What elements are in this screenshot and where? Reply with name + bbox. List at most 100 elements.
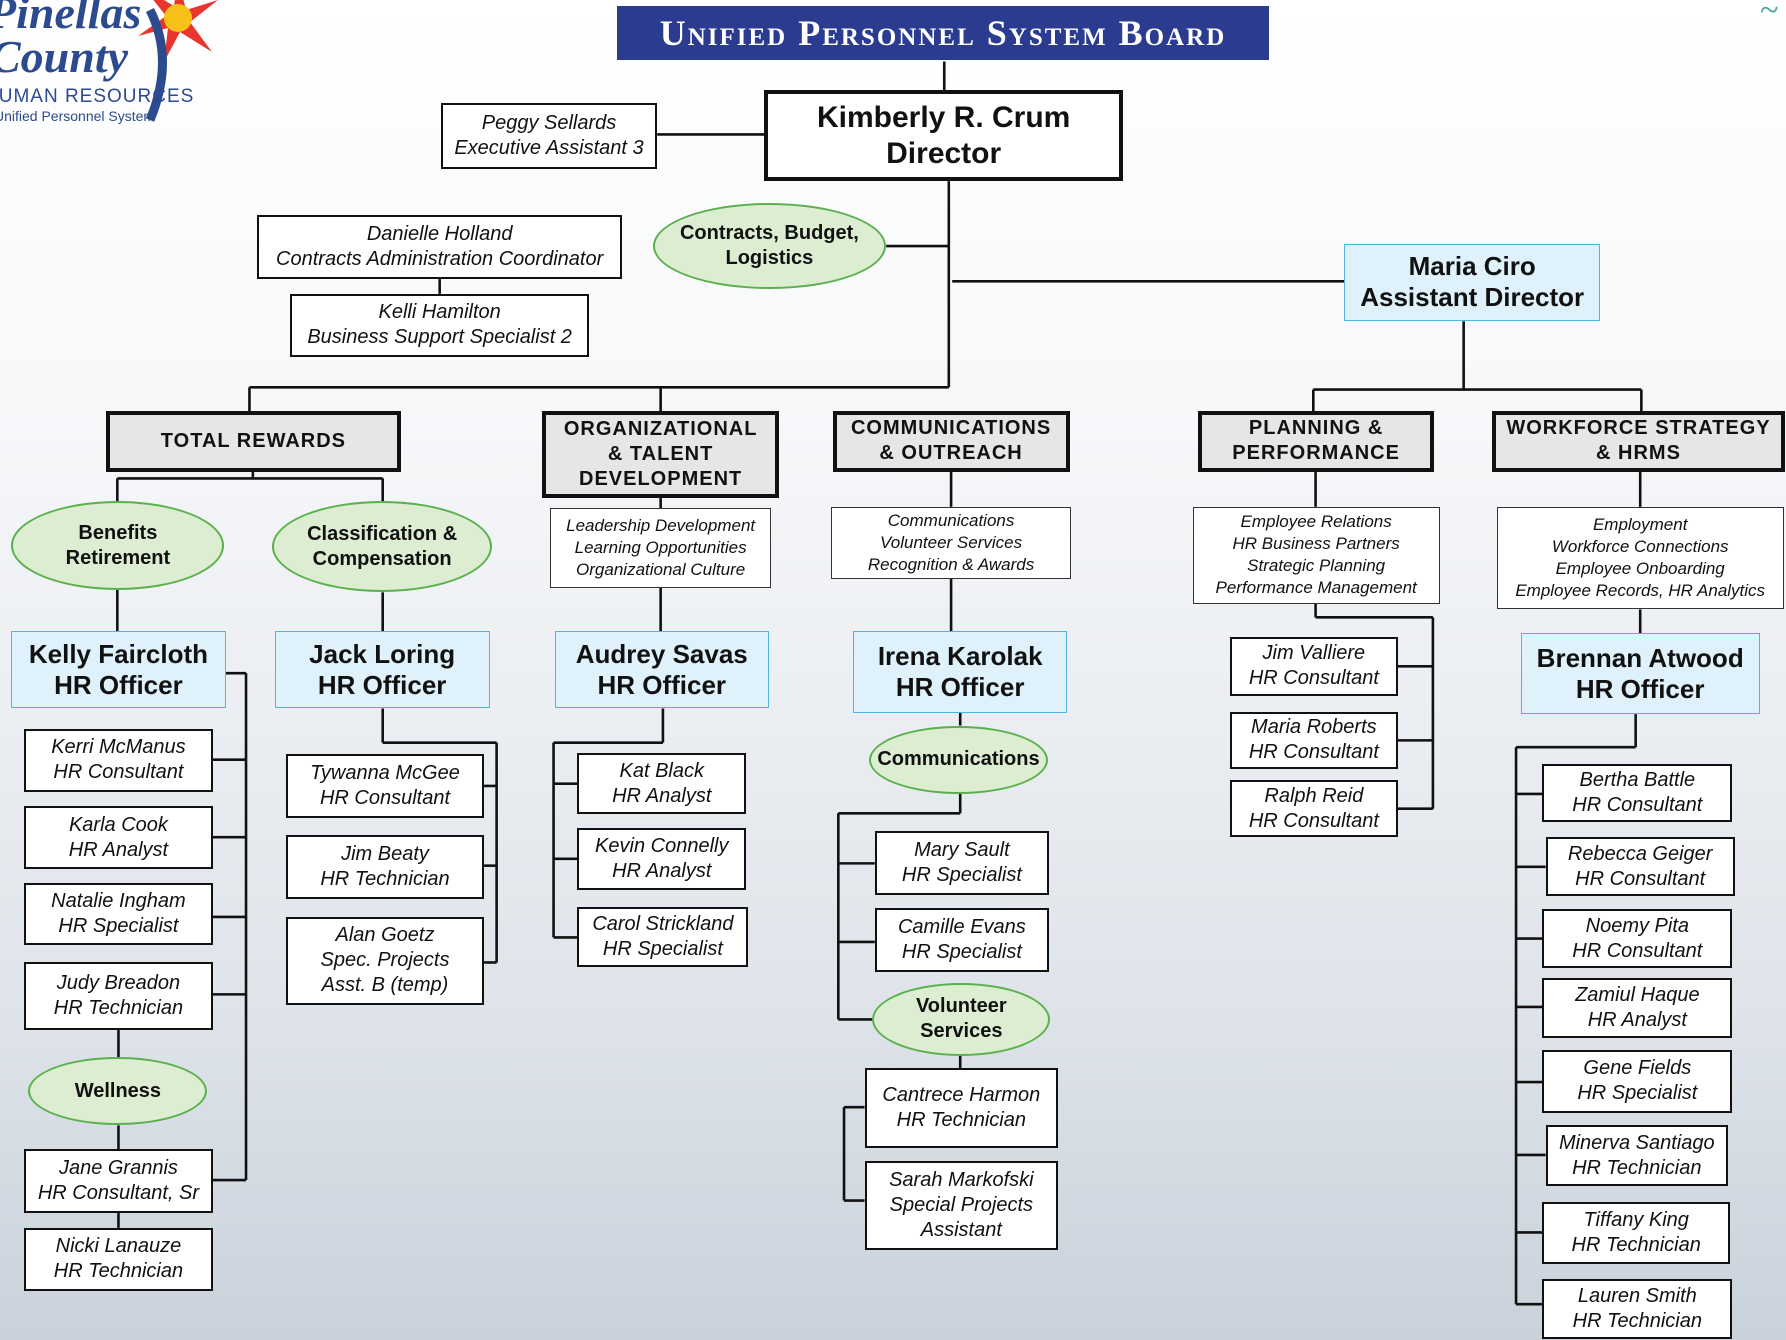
node-line-secondary: HR Specialist xyxy=(901,864,1022,887)
node-line-secondary: Business Support Specialist 2 xyxy=(307,326,572,349)
node-line-secondary: HR Specialist xyxy=(901,940,1022,963)
node-line-primary: Nicki Lanauze xyxy=(55,1235,182,1258)
node-line-secondary: HR Consultant xyxy=(1248,667,1379,690)
node-line-primary: Benefits xyxy=(78,521,158,544)
node-line-secondary: Recognition & Awards xyxy=(867,554,1035,574)
node-line-secondary: HR Technician xyxy=(1571,1233,1701,1256)
node-line-primary: Tywanna McGee xyxy=(310,761,460,784)
node-line-secondary: Director xyxy=(886,136,1002,170)
node-line-primary: Contracts, Budget, xyxy=(679,222,859,245)
node-line-primary: Lauren Smith xyxy=(1577,1285,1697,1308)
node-line-secondary: & HRMS xyxy=(1596,442,1681,465)
node-line-primary: Tiffany King xyxy=(1583,1208,1689,1231)
node-line-secondary: HR Analyst xyxy=(1587,1009,1687,1032)
node-contracts: Contracts, Budget,Logistics xyxy=(652,202,887,290)
node-line-secondary: HR Consultant, Sr xyxy=(37,1182,200,1205)
node-line-secondary: HR Consultant xyxy=(319,786,451,809)
node-line-primary: Danielle Holland xyxy=(366,223,513,246)
node-line-secondary: & OUTREACH xyxy=(879,442,1023,465)
node-line-primary: Employment xyxy=(1592,515,1688,535)
node-line-secondary: HR Officer xyxy=(1575,673,1705,704)
page-title: Unified Personnel System Board xyxy=(617,6,1269,60)
node-line-secondary: HR Consultant xyxy=(1248,741,1379,764)
node-line-secondary: DEVELOPMENT xyxy=(579,467,743,490)
node-line-primary: Rebecca Geiger xyxy=(1567,842,1713,865)
node-line-primary: ORGANIZATIONAL xyxy=(563,417,758,440)
node-line-secondary: HR Officer xyxy=(895,672,1025,703)
node-line-primary: Employee Relations xyxy=(1240,512,1392,532)
node-line-primary: Zamiul Haque xyxy=(1575,984,1700,1007)
node-line-primary: Kelli Hamilton xyxy=(378,301,501,324)
node-line-primary: Noemy Pita xyxy=(1585,914,1690,937)
node-line-secondary: HR Specialist xyxy=(1577,1082,1698,1105)
node-line-secondary: Executive Assistant 3 xyxy=(454,136,644,159)
node-line-primary: PLANNING & xyxy=(1248,417,1384,440)
node-line-secondary: HR Officer xyxy=(54,669,183,700)
node-line-secondary: & TALENT xyxy=(607,442,714,465)
node-line-primary: Communications xyxy=(887,510,1015,530)
node-line-secondary: HR Technician xyxy=(896,1109,1026,1132)
node-line-secondary: PERFORMANCE xyxy=(1232,442,1400,465)
node-plan-perf: PLANNING &PERFORMANCE xyxy=(1198,411,1435,472)
node-line-primary: COMMUNICATIONS xyxy=(850,417,1052,440)
node-line-primary: Kevin Connelly xyxy=(595,834,729,857)
node-line-secondary: Compensation xyxy=(312,547,452,570)
node-line-primary: Maria Roberts xyxy=(1251,716,1377,739)
node-line-primary: Sarah Markofski xyxy=(889,1168,1034,1191)
node-line-primary: Classification & xyxy=(307,522,458,545)
node-line-primary: TOTAL REWARDS xyxy=(160,429,347,452)
node-line-secondary: Spec. Projects xyxy=(320,949,450,972)
node-comm-out: COMMUNICATIONS& OUTREACH xyxy=(832,411,1070,472)
node-line-secondary: Assistant Director xyxy=(1360,282,1585,313)
node-line-secondary: HR Analyst xyxy=(612,784,712,807)
node-line-primary: Jack Loring xyxy=(309,638,456,669)
node-line-primary: Minerva Santiago xyxy=(1558,1131,1715,1154)
node-line-primary: WORKFORCE STRATEGY xyxy=(1506,417,1771,440)
node-line-primary: Peggy Sellards xyxy=(481,111,617,134)
node-comm-pill: Communications xyxy=(869,725,1048,794)
node-class-comp: Classification &Compensation xyxy=(272,501,493,593)
node-line-secondary: Employee Records, HR Analytics xyxy=(1515,581,1766,601)
node-line-primary: Kerri McManus xyxy=(51,736,186,759)
node-line-secondary: Organizational Culture xyxy=(576,559,746,579)
pinellas-county-hr-logo: Pinellas County HUMAN RESOURCES Unified … xyxy=(0,0,245,130)
node-wellness: Wellness xyxy=(28,1057,208,1126)
node-line-primary: Mary Sault xyxy=(914,839,1010,862)
corner-decoration: ~ xyxy=(1759,0,1778,29)
node-line-secondary: HR Specialist xyxy=(602,937,723,960)
node-line-primary: Gene Fields xyxy=(1583,1057,1692,1080)
node-line-primary: Judy Breadon xyxy=(56,972,181,995)
node-line-secondary: HR Officer xyxy=(597,669,727,700)
node-line-primary: Kelly Faircloth xyxy=(28,638,209,669)
node-line-primary: Kimberly R. Crum xyxy=(816,100,1071,134)
node-line-secondary: Services xyxy=(920,1020,1003,1043)
node-line-secondary: HR Technician xyxy=(1572,1156,1702,1179)
node-line-primary: Wellness xyxy=(74,1079,162,1102)
